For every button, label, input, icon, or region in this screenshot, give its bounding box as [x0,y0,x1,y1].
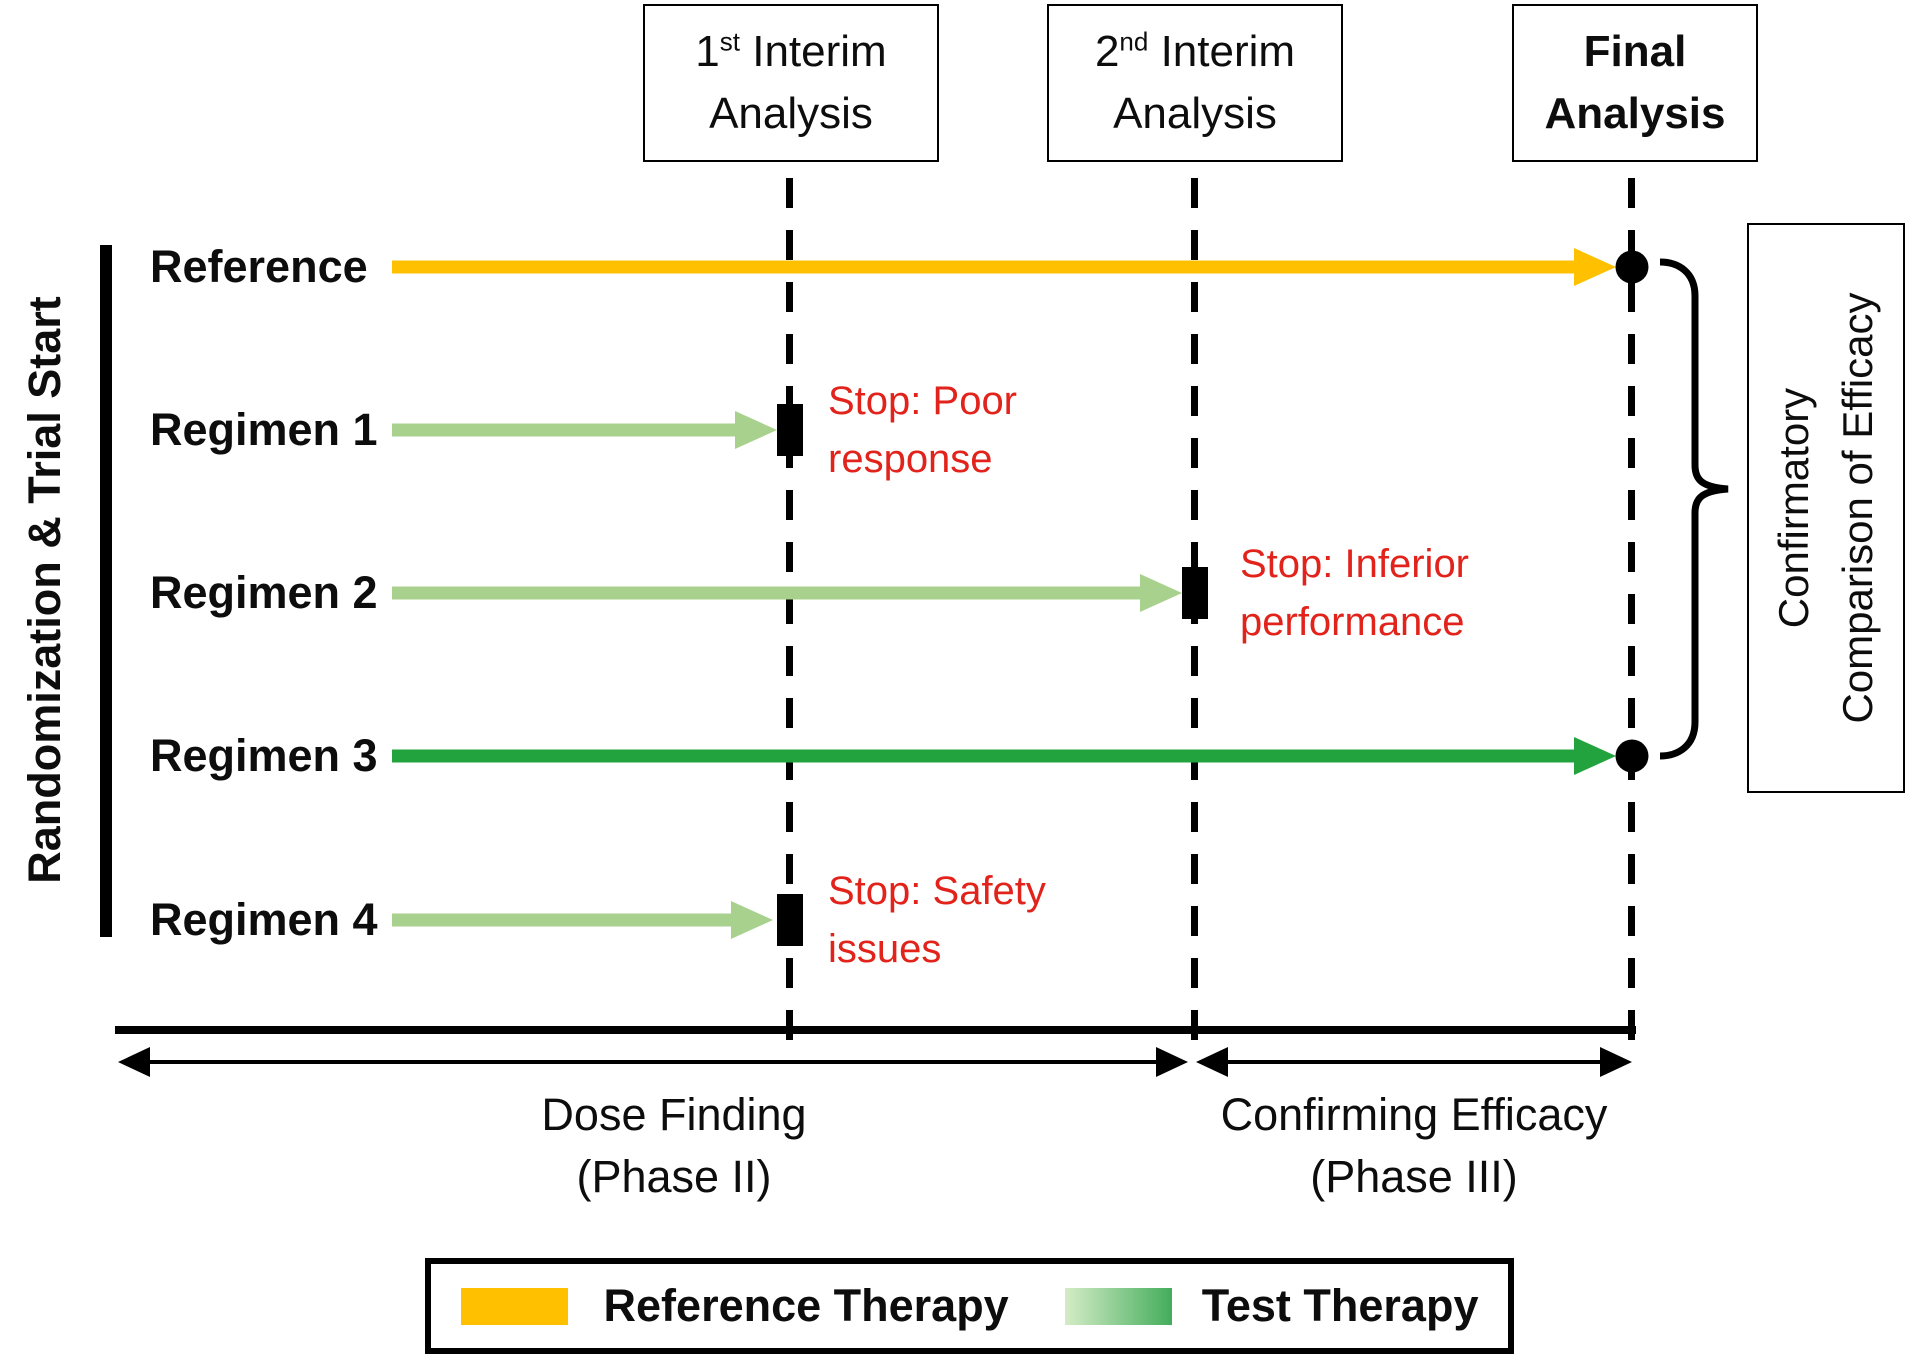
regimen-3-arrow [392,749,1574,763]
confirmatory-label-line2: Comparison of Efficacy [1834,292,1881,724]
reference-arrow-head-icon [1574,248,1616,286]
milestone-title-rest: Interim [1148,27,1296,76]
milestone-title-line2: Analysis [709,89,873,138]
confirmatory-comparison-box: Confirmatory Comparison of Efficacy [1747,223,1905,793]
stop-caption-line1: Stop: Poor [828,379,1018,423]
milestone-title: Final [1583,27,1687,76]
phase3-extent-arrow [1220,1060,1606,1064]
regimen-2-arrow [392,586,1140,600]
confirmatory-comparison-label: Confirmatory Comparison of Efficacy [1762,292,1890,723]
ordinal-superscript: st [719,26,740,57]
phase-label-line2: (Phase III) [1310,1151,1518,1202]
phase2-extent-arrow [142,1060,1164,1064]
phase-label-line2: (Phase II) [576,1151,772,1202]
milestone-title-line2: Analysis [1113,89,1277,138]
milestone-number: 2 [1094,27,1120,76]
regimen-1-stop-caption: Stop: Poor response [828,372,1017,488]
reference-endpoint-dot [1615,250,1649,284]
regimen-4-stop-caption: Stop: Safety issues [828,862,1046,978]
legend-label-reference-therapy: Reference Therapy [603,1280,1009,1331]
phase-label-line1: Dose Finding [541,1089,807,1140]
stop-caption-line2: response [828,437,993,481]
dashed-line-first-interim [786,178,793,1046]
milestone-title: 2nd Interim [1095,21,1295,83]
regimen-4-arrow [392,913,731,927]
phase-label-confirming-efficacy: Confirming Efficacy (Phase III) [1221,1084,1608,1208]
legend-swatch-test-therapy [1064,1287,1172,1325]
stop-caption-line2: performance [1240,600,1465,644]
regimen-4-stop-marker [777,894,803,946]
phase-label-dose-finding: Dose Finding (Phase II) [541,1084,806,1208]
regimen-1-stop-marker [777,404,803,456]
dashed-line-final-analysis [1628,178,1635,1046]
row-label-regimen-1: Regimen 1 [150,404,378,455]
reference-therapy-arrow [392,260,1574,274]
row-label-regimen-2: Regimen 2 [150,567,378,618]
milestone-number: 1 [695,27,720,76]
row-label-regimen-3: Regimen 3 [150,730,378,781]
regimen-1-arrow [392,423,735,437]
phase-label-line1: Confirming Efficacy [1220,1089,1608,1140]
regimen-3-endpoint-dot [1615,739,1649,773]
milestone-box-final-analysis: Final Analysis [1512,4,1758,162]
phase3-arrow-right-head-icon [1600,1047,1632,1077]
legend: Reference Therapy Test Therapy [425,1258,1514,1354]
regimen-3-arrow-head-icon [1574,737,1616,775]
legend-label-test-therapy: Test Therapy [1201,1280,1479,1331]
row-label-regimen-4: Regimen 4 [150,894,378,945]
milestone-box-second-interim: 2nd Interim Analysis [1047,4,1343,162]
stop-caption-line2: issues [828,927,942,971]
milestone-title-rest: Interim [740,27,887,76]
row-label-reference: Reference [150,241,368,292]
randomization-axis-bar [100,245,112,937]
regimen-2-stop-caption: Stop: Inferior performance [1240,535,1469,651]
regimen-1-arrow-head-icon [735,411,777,449]
milestone-title: 1st Interim [695,21,886,83]
regimen-2-arrow-head-icon [1140,574,1182,612]
curly-brace [1659,258,1729,760]
regimen-4-arrow-head-icon [731,901,773,939]
ordinal-superscript: nd [1119,26,1149,57]
legend-swatch-reference-therapy [460,1287,568,1325]
phase2-arrow-right-head-icon [1156,1047,1188,1077]
milestone-title-line2: Analysis [1544,89,1726,138]
randomization-axis-label: Randomization & Trial Start [19,296,70,884]
regimen-2-stop-marker [1182,567,1208,619]
confirmatory-label-line1: Confirmatory [1770,387,1817,629]
timeline-axis [115,1026,1636,1034]
stop-caption-line1: Stop: Safety [828,869,1046,913]
milestone-box-first-interim: 1st Interim Analysis [643,4,939,162]
stop-caption-line1: Stop: Inferior [1240,542,1470,586]
